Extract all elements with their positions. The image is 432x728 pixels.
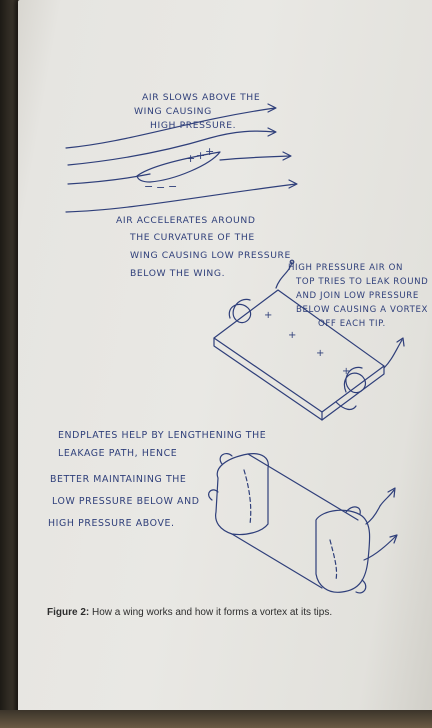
svg-text:+: + [288, 330, 297, 341]
figure-caption: Figure 2: How a wing works and how it fo… [47, 607, 427, 618]
wake-2 [363, 535, 397, 561]
wing-bottom-edge [231, 533, 323, 589]
airfoil [136, 151, 221, 183]
vortex-left-dot [289, 259, 295, 265]
annotation-line: WING CAUSING LOW PRESSURE [130, 250, 291, 261]
svg-text:+: + [196, 149, 206, 162]
arrow-head-4 [288, 179, 298, 189]
streamline-2 [67, 130, 276, 166]
annotation-line: HIGH PRESSURE. [150, 120, 236, 131]
endplate-right-hidden [329, 539, 338, 581]
endplate-right [315, 509, 371, 593]
annotation-line: LOW PRESSURE BELOW AND [52, 496, 200, 507]
svg-text:−: − [156, 181, 166, 194]
annotation-high-pressure: AIR SLOWS ABOVE THE WING CAUSING HIGH PR… [134, 92, 260, 131]
annotation-line: WING CAUSING [134, 106, 212, 117]
wing-top-edge [247, 453, 359, 521]
pressure-signs: + + + − − − [144, 145, 215, 194]
wing-edge-side [321, 365, 385, 421]
vortex-left-trail [275, 261, 293, 289]
annotation-line: ENDPLATES HELP BY LENGTHENING THE [58, 430, 266, 441]
curl-1 [219, 452, 233, 465]
wake-arrow-2 [389, 534, 398, 544]
svg-text:+: + [342, 366, 351, 377]
wing-edge [213, 337, 323, 421]
book-page [18, 0, 432, 716]
svg-text:+: + [205, 145, 215, 158]
streamline-1 [65, 107, 276, 149]
table-edge [0, 710, 432, 728]
figure-label: Figure 2: [47, 607, 90, 618]
annotation-line: OFF EACH TIP. [318, 319, 386, 329]
annotation-line: AIR ACCELERATES AROUND [116, 215, 256, 226]
arrow-head-1 [267, 103, 277, 113]
wake-1 [365, 489, 395, 525]
streamline-3 [67, 155, 291, 185]
annotation-vortex: HIGH PRESSURE AIR ON TOP TRIES TO LEAK R… [288, 263, 428, 329]
annotation-line: BELOW CAUSING A VORTEX [296, 305, 428, 315]
wing-signs: + + + + [264, 310, 351, 377]
streamline-4 [65, 183, 297, 213]
arrow-head-3 [282, 151, 292, 161]
svg-text:+: + [186, 152, 196, 165]
annotation-line: LEAKAGE PATH, HENCE [58, 448, 177, 459]
annotation-line: BELOW THE WING. [130, 268, 225, 279]
vortex-right-arrow [396, 337, 405, 347]
wing-vortex-drawing [213, 259, 405, 421]
vortex-left [228, 298, 252, 324]
annotation-line: AND JOIN LOW PRESSURE [296, 291, 419, 301]
endplate-left [215, 453, 269, 536]
endplate-wing-drawing [208, 452, 398, 594]
svg-text:+: + [264, 310, 273, 321]
annotation-line: THE CURVATURE OF THE [129, 232, 255, 243]
wake-arrow-1 [387, 487, 396, 498]
annotation-endplates: ENDPLATES HELP BY LENGTHENING THE LEAKAG… [48, 430, 266, 529]
annotation-line: AIR SLOWS ABOVE THE [142, 92, 260, 103]
annotation-low-pressure: AIR ACCELERATES AROUND THE CURVATURE OF … [116, 215, 291, 279]
annotation-line: TOP TRIES TO LEAK ROUND [295, 277, 428, 287]
vortex-right-curl [335, 401, 357, 411]
airfoil-streamlines [65, 103, 298, 213]
vortex-right [343, 366, 367, 394]
annotation-line: HIGH PRESSURE AIR ON [288, 263, 403, 273]
svg-text:+: + [316, 348, 325, 359]
curl-3 [345, 506, 361, 515]
annotation-line: HIGH PRESSURE ABOVE. [48, 518, 175, 529]
endplate-left-hidden [243, 469, 252, 525]
annotation-line: BETTER MAINTAINING THE [50, 474, 186, 485]
curl-2 [208, 489, 219, 501]
svg-text:−: − [144, 180, 154, 193]
curl-4 [355, 579, 367, 594]
svg-text:−: − [168, 180, 178, 193]
figure-caption-text: How a wing works and how it forms a vort… [92, 607, 333, 618]
vortex-right-trail [383, 339, 403, 369]
arrow-head-2 [267, 127, 277, 137]
